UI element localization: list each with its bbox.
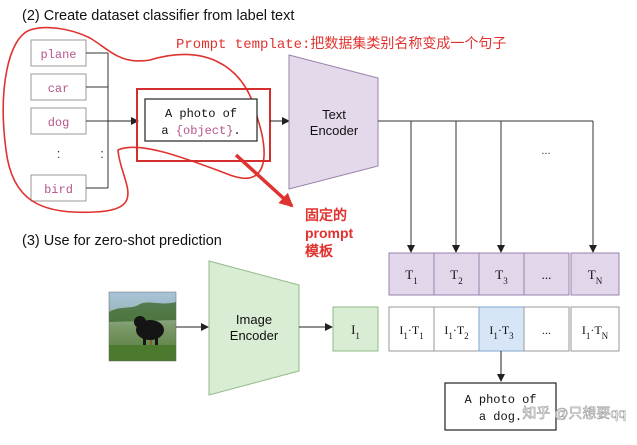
label-box-car — [30, 73, 87, 101]
label-box-plane — [30, 39, 87, 67]
image-encoder — [208, 260, 300, 396]
image-encoder-label-1: Image — [236, 312, 272, 327]
label-ellipsis-left: : — [57, 146, 61, 161]
section2-title: (2) Create dataset classifier from label… — [22, 8, 294, 24]
text-feature-row: T1 T2 T3... TN — [388, 252, 620, 296]
text-encoder-label-1: Text — [322, 107, 346, 122]
template-object-placeholder: {object} — [176, 124, 234, 138]
arrows-ellipsis: ... — [541, 145, 550, 157]
template-line1: A photo of — [165, 107, 237, 121]
section3-title: (3) Use for zero-shot prediction — [22, 233, 222, 249]
label-plane: plane — [40, 48, 76, 62]
text-feature-cell — [433, 252, 480, 296]
prediction-output-box — [444, 382, 557, 431]
red-circle-annotation — [2, 26, 265, 214]
red-arrow — [234, 153, 294, 208]
similarity-label: I1·T2 — [444, 323, 468, 341]
similarity-label: ... — [542, 323, 551, 337]
fixed-prompt-line3: 模板 — [305, 243, 334, 259]
text-feature-label: T3 — [495, 267, 508, 286]
similarity-cell — [523, 306, 570, 352]
text-feature-label: TN — [588, 267, 603, 286]
text-feature-cell — [388, 252, 435, 296]
similarity-label: I1·T3 — [489, 323, 514, 341]
similarity-label: I1·TN — [582, 323, 609, 341]
image-encoder-label-2: Encoder — [230, 328, 279, 343]
text-feature-cell — [523, 252, 570, 296]
prompt-template-box — [144, 98, 258, 142]
label-car: car — [48, 82, 70, 96]
label-ellipsis-right: : — [100, 146, 104, 161]
prediction-line2: a dog. — [479, 410, 522, 424]
template-highlight-box — [136, 88, 271, 162]
text-encoder-label-2: Encoder — [310, 123, 359, 138]
label-bird: bird — [44, 183, 73, 197]
similarity-label: I1·T1 — [399, 323, 423, 341]
text-encoder — [288, 54, 379, 190]
similarity-cell — [570, 306, 620, 352]
fixed-prompt-line2: prompt — [305, 225, 354, 241]
similarity-row: I1·T1 I1·T2 I1·T3... I1·TN — [388, 306, 620, 352]
watermark: 知乎 @只想要qq — [522, 405, 626, 421]
text-feature-label: ... — [542, 267, 552, 282]
template-line2: a {object}. — [161, 124, 240, 138]
text-feature-label: T2 — [450, 267, 462, 286]
text-feature-label: T1 — [405, 267, 417, 286]
image-feature-box — [332, 306, 379, 352]
fixed-prompt-line1: 固定的 — [305, 207, 347, 223]
label-dog: dog — [48, 116, 70, 130]
dog-photo — [108, 291, 177, 362]
similarity-cell-highlight — [478, 306, 525, 352]
image-feature-label: I1 — [351, 322, 360, 341]
label-box-dog — [30, 107, 87, 135]
prediction-line1: A photo of — [464, 393, 536, 407]
similarity-cell — [433, 306, 480, 352]
prompt-template-annotation: Prompt template:把数据集类别名称变成一个句子 — [176, 35, 506, 53]
text-feature-cell — [570, 252, 620, 296]
similarity-cell — [388, 306, 435, 352]
label-list: plane car dog : : bird — [30, 39, 139, 202]
